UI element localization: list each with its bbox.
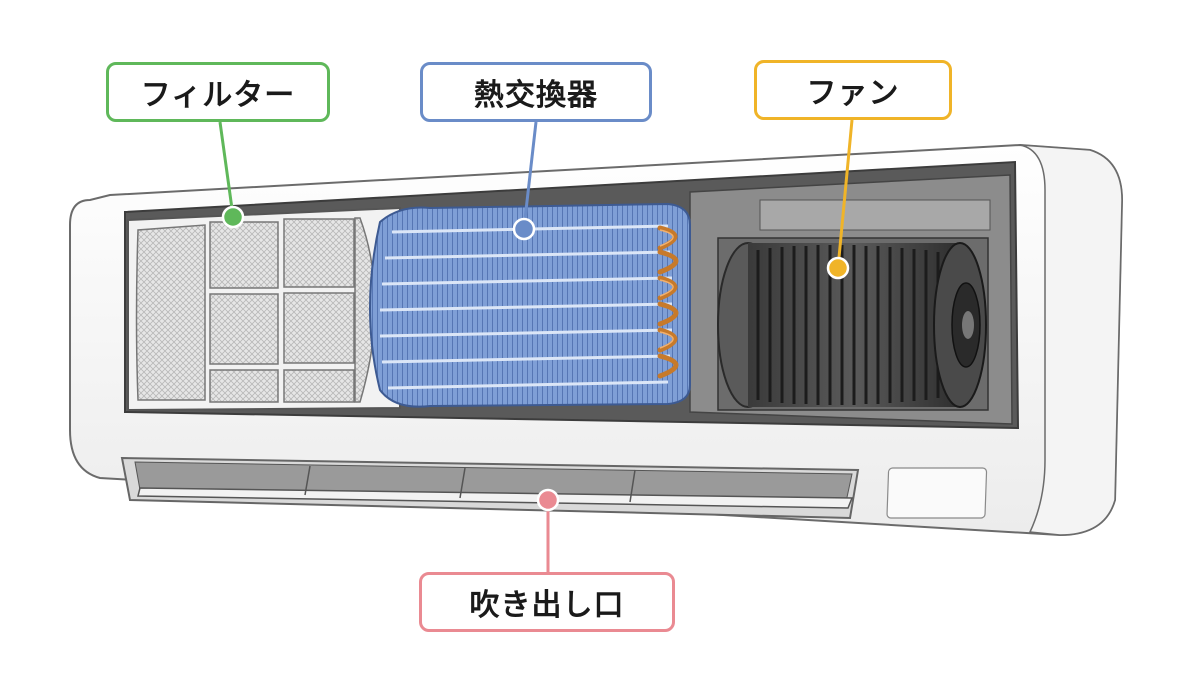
marker-fan — [828, 258, 848, 278]
filter-panel — [128, 208, 400, 410]
filter-label: フィルター — [106, 62, 330, 122]
outlet-label: 吹き出し口 — [419, 572, 675, 632]
marker-heat-exchanger — [514, 219, 534, 239]
heat-exchanger-label: 熱交換器 — [420, 62, 652, 122]
marker-filter — [223, 207, 243, 227]
blower-fan — [718, 238, 988, 410]
marker-outlet — [538, 490, 558, 510]
fan-label: ファン — [754, 60, 952, 120]
